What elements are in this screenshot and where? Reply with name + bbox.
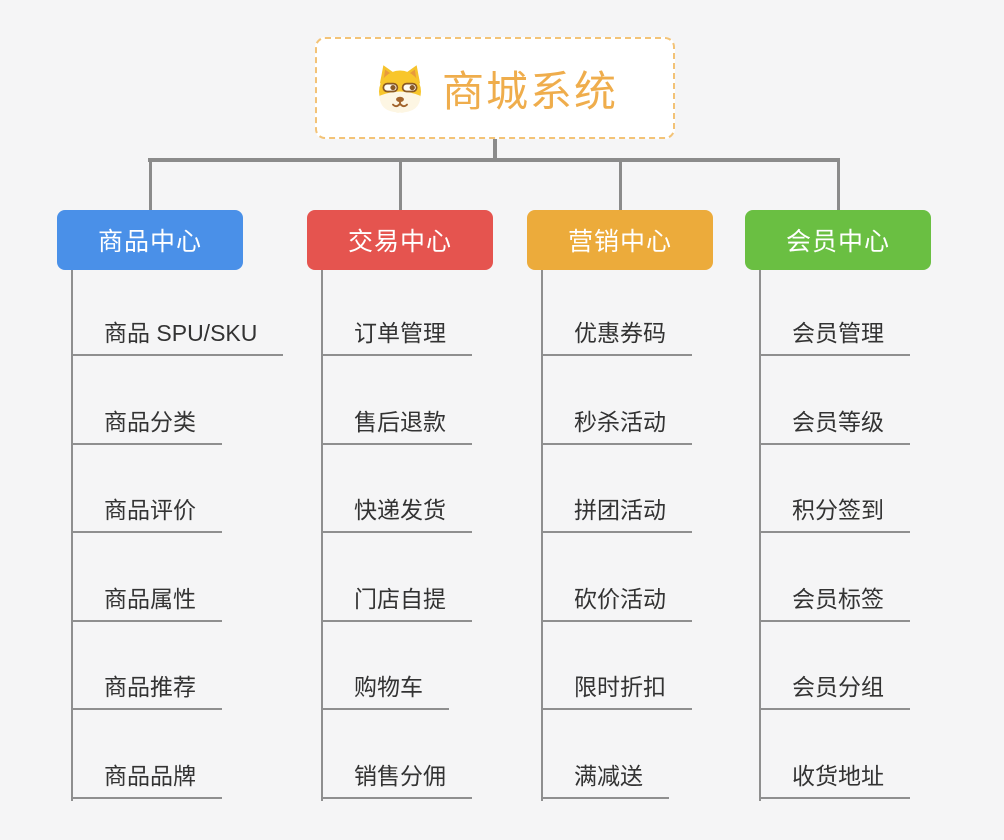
connector-line-bus	[148, 158, 840, 162]
leaf-node[interactable]: 满减送	[541, 761, 669, 799]
leaf-node[interactable]: 会员分组	[759, 672, 910, 710]
leaf-node[interactable]: 商品 SPU/SKU	[71, 318, 284, 356]
connector-line-trade-center	[398, 158, 402, 210]
leaf-node[interactable]: 快递发货	[321, 495, 472, 533]
branch-node-marketing-center[interactable]: 营销中心	[527, 210, 713, 270]
root-node[interactable]: 商城系统	[315, 37, 675, 139]
leaf-node[interactable]: 售后退款	[321, 407, 472, 445]
trunk-line-trade-center	[321, 270, 323, 801]
leaf-node[interactable]: 销售分佣	[321, 761, 472, 799]
branch-node-product-center[interactable]: 商品中心	[57, 210, 243, 270]
leaf-node[interactable]: 商品评价	[71, 495, 222, 533]
leaf-node[interactable]: 拼团活动	[541, 495, 692, 533]
leaf-node[interactable]: 会员标签	[759, 584, 910, 622]
connector-line-member-center	[836, 158, 840, 210]
leaf-node[interactable]: 秒杀活动	[541, 407, 692, 445]
leaf-node[interactable]: 购物车	[321, 672, 449, 710]
branch-node-trade-center[interactable]: 交易中心	[307, 210, 493, 270]
leaf-node[interactable]: 优惠券码	[541, 318, 692, 356]
leaf-node[interactable]: 门店自提	[321, 584, 472, 622]
root-title: 商城系统	[441, 67, 618, 115]
leaf-node[interactable]: 积分签到	[759, 495, 910, 533]
leaf-node[interactable]: 会员等级	[759, 407, 910, 445]
leaf-node[interactable]: 商品推荐	[71, 672, 222, 710]
leaf-node[interactable]: 商品分类	[71, 407, 222, 445]
dog-icon	[378, 65, 421, 113]
trunk-line-product-center	[71, 270, 73, 801]
connector-line-root	[493, 139, 497, 162]
connector-line-product-center	[148, 158, 152, 210]
trunk-line-marketing-center	[541, 270, 543, 801]
leaf-node[interactable]: 会员管理	[759, 318, 910, 356]
leaf-node[interactable]: 收货地址	[759, 761, 910, 799]
trunk-line-member-center	[759, 270, 761, 801]
leaf-node[interactable]: 商品属性	[71, 584, 222, 622]
leaf-node[interactable]: 砍价活动	[541, 584, 692, 622]
leaf-node[interactable]: 限时折扣	[541, 672, 692, 710]
leaf-node[interactable]: 商品品牌	[71, 761, 222, 799]
leaf-node[interactable]: 订单管理	[321, 318, 472, 356]
branch-node-member-center[interactable]: 会员中心	[745, 210, 931, 270]
connector-line-marketing-center	[618, 158, 622, 210]
